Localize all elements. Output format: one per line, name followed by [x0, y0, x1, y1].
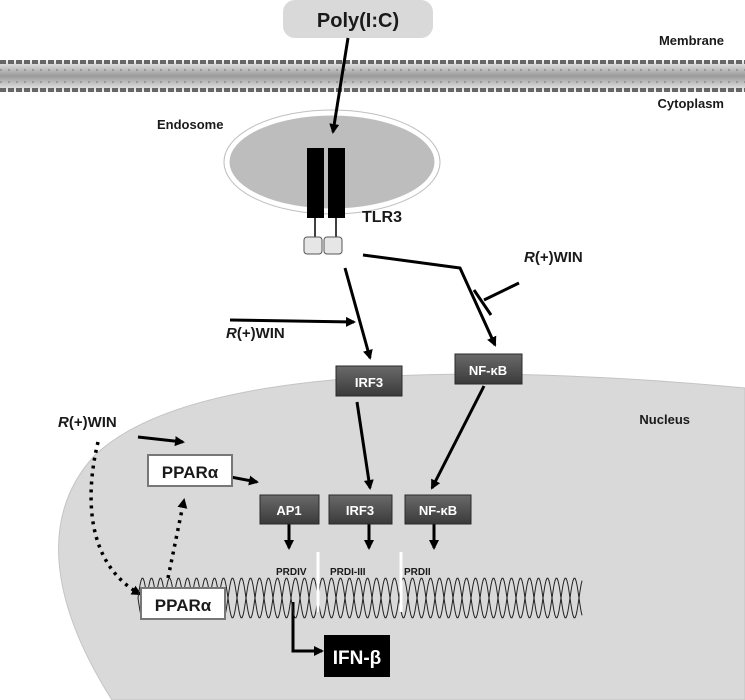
- tlr3-label: TLR3: [362, 209, 402, 226]
- inhibition-bar: [472, 281, 520, 316]
- membrane-bilayer: [0, 60, 745, 92]
- prdii-label: PRDII: [404, 567, 431, 578]
- ppara-upper-box: [147, 454, 233, 487]
- nfkb-nucleus-label: NF-κB: [419, 503, 457, 518]
- membrane-label: Membrane: [659, 33, 724, 48]
- poly-ic-box: [283, 0, 433, 38]
- irf3-cytoplasm-node: [335, 365, 403, 397]
- prdiv-label: PRDIV: [276, 567, 307, 578]
- ifn-beta-box: [324, 635, 390, 677]
- irf3-nucleus-node: [328, 494, 393, 525]
- dotted-arrows: [89, 441, 188, 596]
- ifn-beta-label: IFN-β: [333, 648, 382, 669]
- endosome-label: Endosome: [157, 117, 223, 132]
- poly-ic-label: Poly(I:C): [317, 10, 399, 32]
- irf3-cytoplasm-label: IRF3: [355, 375, 383, 390]
- prdi-iii-label: PRDI-III: [330, 567, 366, 578]
- nfkb-nucleus-node: [404, 494, 472, 525]
- ppara-upper-label: PPARα: [162, 463, 219, 482]
- nfkb-cytoplasm-node: [454, 353, 523, 385]
- ppara-lower-label: PPARα: [155, 596, 212, 615]
- inhibitor-ppar-label: R(+)WIN: [58, 414, 117, 431]
- irf3-nucleus-label: IRF3: [346, 503, 374, 518]
- ap1-node: [259, 494, 320, 525]
- inhibitor-tlr3-label: R(+)WIN: [226, 325, 285, 342]
- tlr3-receptor: [303, 148, 345, 255]
- ap1-label: AP1: [276, 503, 301, 518]
- nfkb-cytoplasm-label: NF-κB: [469, 363, 507, 378]
- ppara-lower-box: [140, 587, 226, 620]
- inhibitor-nfkb-label: R(+)WIN: [524, 249, 583, 266]
- pathway-arrows: [137, 37, 497, 656]
- cytoplasm-label: Cytoplasm: [658, 96, 724, 111]
- nucleus-label: Nucleus: [639, 412, 690, 427]
